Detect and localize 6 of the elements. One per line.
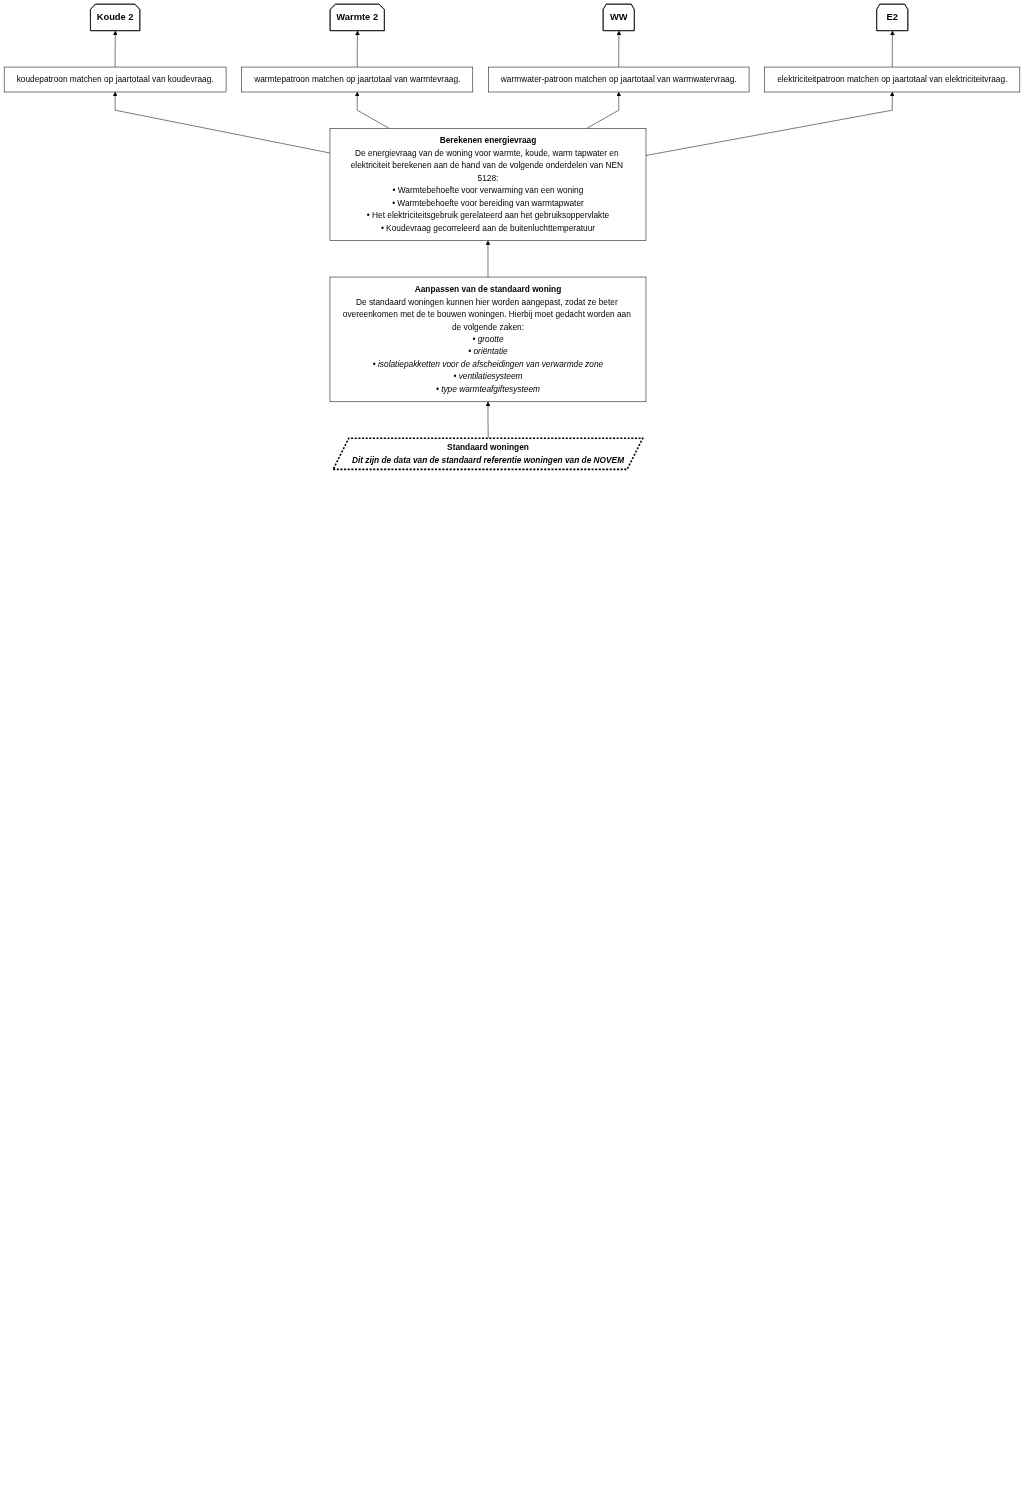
node-box: warmwater-patroon matchen op jaartotaal van warmwatervraag.: [488, 66, 750, 93]
node-box: warmtepatroon matchen op jaartotaal van warmtevraag.: [241, 66, 474, 93]
node-box: elektriciteitpatroon matchen op jaartotaal van elektriciteitvraag.: [764, 66, 1021, 93]
node-box: koudepatroon matchen op jaartotaal van koudevraag.: [3, 66, 227, 93]
node-box: Berekenen energievraag De energievraag van de woning voor warmte, koude, warm tapwater en elektriciteit berekenen aan de hand van de volgende onderdelen van NEN 5128: • Warmtebehoefte voor verwarming van een woning • Warmtebehoefte voor bereiding van warmtapwater • Het elektriciteitsgebruik gerelateerd aan het gebruiksoppervlakte • Koudevraag gecorreleerd aan de buitenluchttemperatuur: [329, 128, 647, 241]
node-box: Aanpassen van de standaard woning De standaard woningen kunnen hier worden aangepast, zodat ze beter overeenkomen met de te bouwen woningen. Hierbij moet gedacht worden aan de volgende zaken: • grootte • oriëntatie • isolatiepakketten voor de afscheidingen van verwarmde zone • ventilatiesysteem • type warmteafgiftesysteem: [329, 276, 647, 403]
